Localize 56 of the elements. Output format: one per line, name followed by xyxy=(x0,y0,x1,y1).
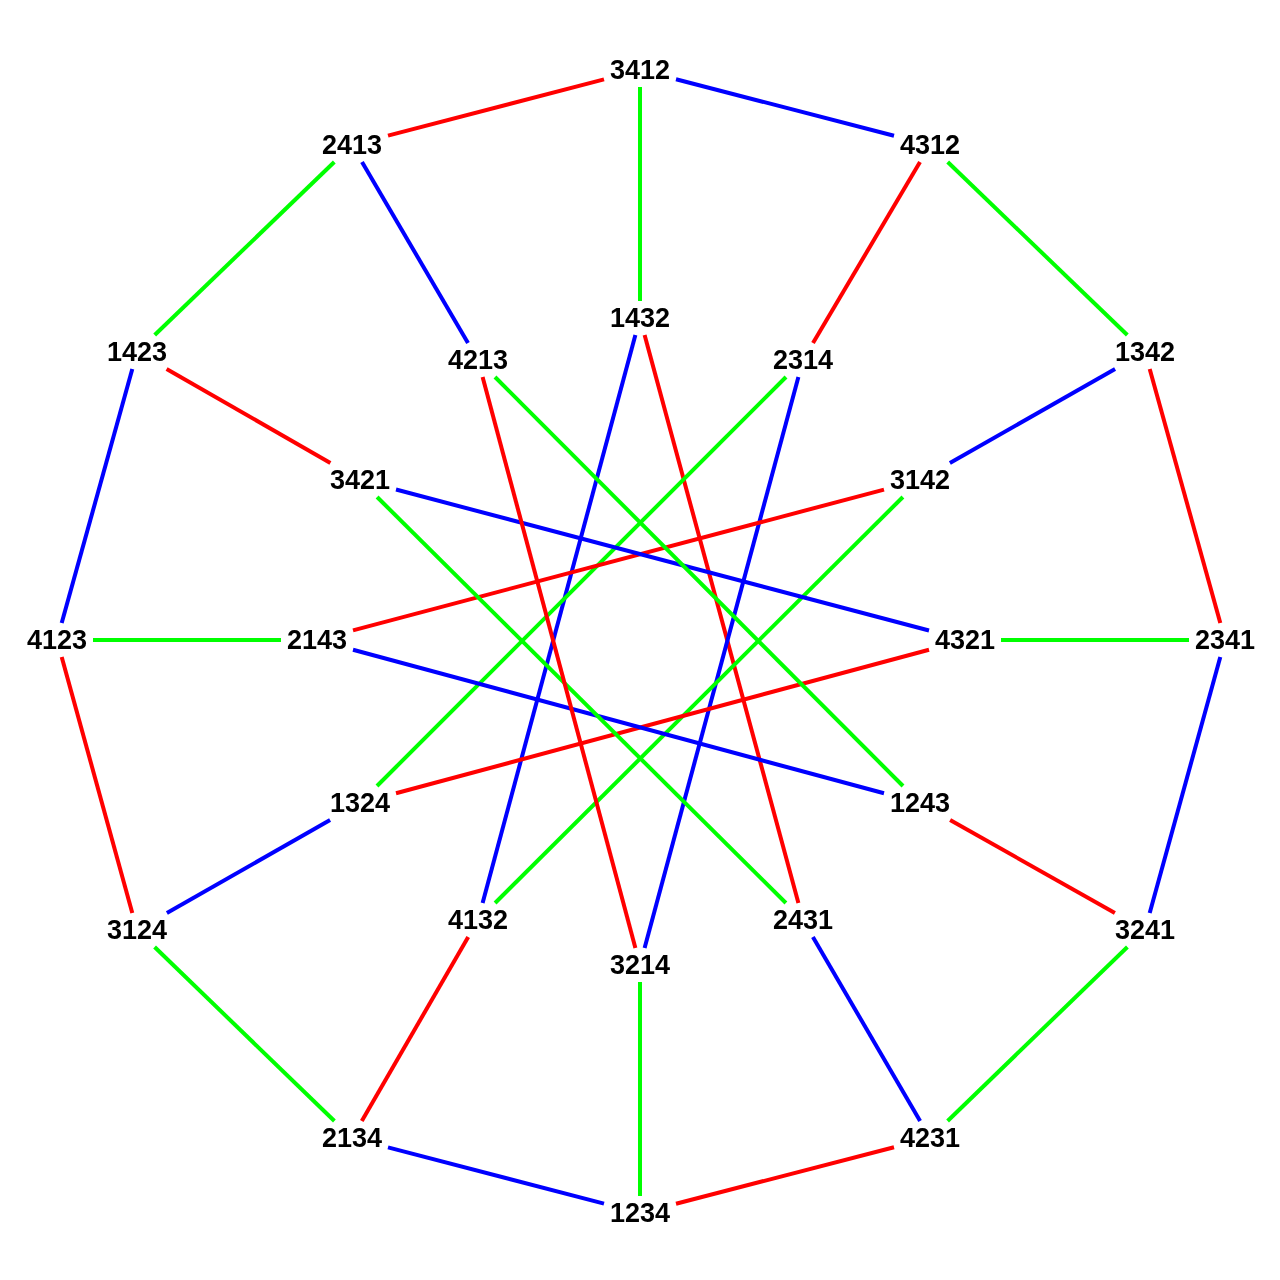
permutation-label: 3412 xyxy=(603,53,677,87)
permutation-label: 4231 xyxy=(893,1121,967,1155)
edge-line xyxy=(375,495,788,905)
edge-line xyxy=(375,375,788,788)
permutation-label: 2314 xyxy=(766,343,840,377)
edge-line xyxy=(153,945,336,1123)
permutation-label: 2143 xyxy=(280,623,354,657)
edge-line xyxy=(360,161,470,344)
permutation-label: 1243 xyxy=(883,786,957,820)
edge-line xyxy=(1147,656,1223,914)
edge-line xyxy=(493,375,905,788)
edge-line xyxy=(165,818,332,915)
permutation-label: 1342 xyxy=(1108,335,1182,369)
edge-line xyxy=(360,936,470,1122)
permutation-label: 2134 xyxy=(315,1121,389,1155)
edge-line xyxy=(387,77,605,138)
edge-line xyxy=(59,368,135,624)
edge-line xyxy=(395,487,930,633)
edge-line xyxy=(946,945,1129,1123)
permutation-label: 3421 xyxy=(323,463,397,497)
edge-line xyxy=(59,656,135,914)
permutation-label: 1324 xyxy=(323,786,397,820)
edge-line xyxy=(493,495,905,905)
edge-line xyxy=(811,161,922,344)
permutation-label: 4312 xyxy=(893,128,967,162)
edge-line xyxy=(153,160,336,337)
permutation-label: 1432 xyxy=(603,301,677,335)
edge-line xyxy=(948,367,1117,465)
permutation-label: 2431 xyxy=(766,903,840,937)
edge-line xyxy=(1147,368,1223,624)
edge-line xyxy=(946,160,1129,337)
permutation-label: 3142 xyxy=(883,463,957,497)
edge-line xyxy=(949,818,1116,915)
permutation-label: 3214 xyxy=(603,948,677,982)
edge-line xyxy=(395,647,930,796)
permutation-label: 3241 xyxy=(1108,913,1182,947)
edge-line xyxy=(93,638,281,642)
permutation-label: 1234 xyxy=(603,1196,677,1230)
permutation-label: 4321 xyxy=(928,623,1002,657)
edge-line xyxy=(165,367,332,465)
edge-line xyxy=(352,487,885,633)
permutation-label: 3124 xyxy=(100,913,174,947)
edge-line xyxy=(387,1145,605,1206)
edge-line xyxy=(675,1145,895,1206)
edge-line xyxy=(1001,638,1189,642)
edge-line xyxy=(638,87,642,301)
permutation-label: 2413 xyxy=(315,128,389,162)
edge-line xyxy=(352,647,885,796)
edge-line xyxy=(675,77,895,138)
permutation-label: 4213 xyxy=(441,343,515,377)
edge-line xyxy=(638,982,642,1196)
permutation-label: 4123 xyxy=(20,623,94,657)
permutation-label: 4132 xyxy=(441,903,515,937)
permutation-label: 2341 xyxy=(1188,623,1262,657)
edge-line xyxy=(811,936,922,1122)
permutation-label: 1423 xyxy=(100,335,174,369)
